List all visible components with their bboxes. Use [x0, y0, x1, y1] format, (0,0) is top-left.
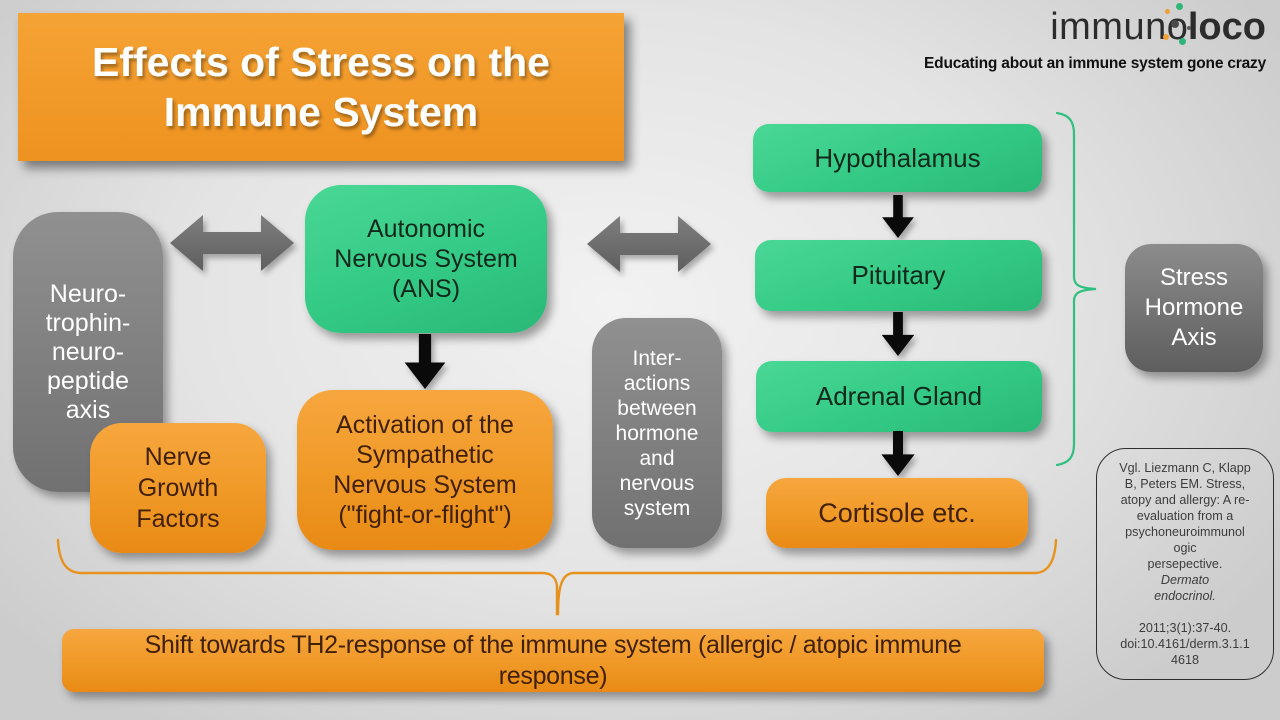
interactions-line: between	[617, 396, 697, 420]
shift-th2-response-box: Shift towards TH2-response of the immune…	[62, 629, 1044, 692]
page-title-line2: Immune System	[163, 89, 479, 135]
citation-text: Vgl. Liezmann C, Klapp B, Peters EM. Str…	[1119, 460, 1251, 668]
activation-line: Nervous System	[333, 471, 517, 499]
stress-axis-line: Stress	[1159, 264, 1228, 291]
interactions-line: system	[623, 496, 691, 520]
logo-dot-dark-right-icon	[1186, 26, 1191, 30]
logo-text-immun: immun	[1050, 6, 1167, 48]
neurotrophin-line: Neuro-	[49, 279, 127, 308]
immunoloco-logo: immunoloco	[1000, 3, 1266, 52]
cortisole-label: Cortisole etc.	[818, 497, 976, 528]
ans-line: Nervous System	[334, 245, 518, 273]
stress-axis-line: Hormone	[1144, 294, 1244, 321]
interactions-line: Inter-	[632, 346, 682, 370]
activation-line: ("fight-or-flight")	[338, 501, 512, 529]
neurotrophin-line: trophin-	[45, 308, 131, 337]
double-arrow-icon	[170, 215, 294, 271]
neurotrophin-line: axis	[65, 395, 111, 424]
autonomic-nervous-system-box: Autonomic Nervous System (ANS)	[305, 185, 547, 333]
shift-line: Shift towards TH2-response of the immune…	[144, 630, 962, 659]
logo-tagline: Educating about an immune system gone cr…	[924, 55, 1266, 72]
pituitary-label: Pituitary	[851, 260, 946, 290]
down-arrow-icon	[881, 312, 915, 356]
pituitary-box: Pituitary	[755, 240, 1042, 311]
logo-dot-dark-center-icon	[1170, 20, 1179, 28]
interactions-line: actions	[623, 371, 691, 395]
nerve-growth-line: Growth	[137, 473, 219, 502]
down-arrow-icon	[882, 195, 914, 238]
hypothalamus-label: Hypothalamus	[814, 142, 981, 173]
nerve-growth-factors-box: Nerve Growth Factors	[90, 423, 266, 553]
neurotrophin-line: peptide	[46, 366, 130, 395]
citation-italic-text: Dermato endocrinol.	[1154, 573, 1216, 603]
double-arrow-icon	[587, 216, 711, 272]
shift-line: response)	[498, 661, 608, 690]
down-arrow-icon	[404, 334, 446, 389]
logo-text-loco: loco	[1187, 6, 1266, 48]
interactions-line: hormone	[615, 421, 699, 445]
citation-normal-text: Vgl. Liezmann C, Klapp B, Peters EM. Str…	[1119, 461, 1251, 571]
title-banner: Effects of Stress on the Immune System	[18, 13, 624, 161]
cortisole-box: Cortisole etc.	[766, 478, 1028, 548]
hypothalamus-box: Hypothalamus	[753, 124, 1042, 192]
interactions-line: nervous	[619, 471, 695, 495]
activation-sympathetic-box: Activation of the Sympathetic Nervous Sy…	[297, 390, 553, 550]
activation-line: Sympathetic	[356, 441, 494, 469]
interactions-box: Inter- actions between hormone and nervo…	[592, 318, 722, 548]
ans-line: Autonomic	[366, 215, 486, 243]
activation-line: Activation of the	[336, 411, 514, 439]
nerve-growth-line: Factors	[136, 504, 220, 533]
logo-dot-orange-bottom-icon	[1162, 34, 1169, 40]
neurotrophin-line: neuro-	[51, 337, 125, 366]
logo-dot-orange-top-icon	[1164, 9, 1170, 14]
nerve-growth-line: Nerve	[144, 442, 212, 471]
logo-o-atom-icon: o	[1162, 3, 1191, 49]
stress-hormone-axis-box: Stress Hormone Axis	[1125, 244, 1263, 372]
adrenal-gland-label: Adrenal Gland	[815, 381, 983, 411]
green-brace-icon	[1055, 111, 1097, 467]
citation-normal-text: 2011;3(1):37-40. doi:10.4161/derm.3.1.1 …	[1120, 621, 1250, 667]
ans-line: (ANS)	[391, 275, 461, 303]
stress-axis-line: Axis	[1171, 324, 1217, 351]
adrenal-gland-box: Adrenal Gland	[756, 361, 1042, 432]
interactions-line: and	[639, 446, 675, 470]
orange-brace-icon	[56, 538, 1058, 616]
page-title-line1: Effects of Stress on the	[92, 39, 550, 85]
citation-box: Vgl. Liezmann C, Klapp B, Peters EM. Str…	[1096, 448, 1274, 680]
logo-dot-green-bottom-icon	[1178, 38, 1186, 45]
logo-dot-green-top-icon	[1175, 3, 1183, 10]
down-arrow-icon	[881, 431, 915, 476]
